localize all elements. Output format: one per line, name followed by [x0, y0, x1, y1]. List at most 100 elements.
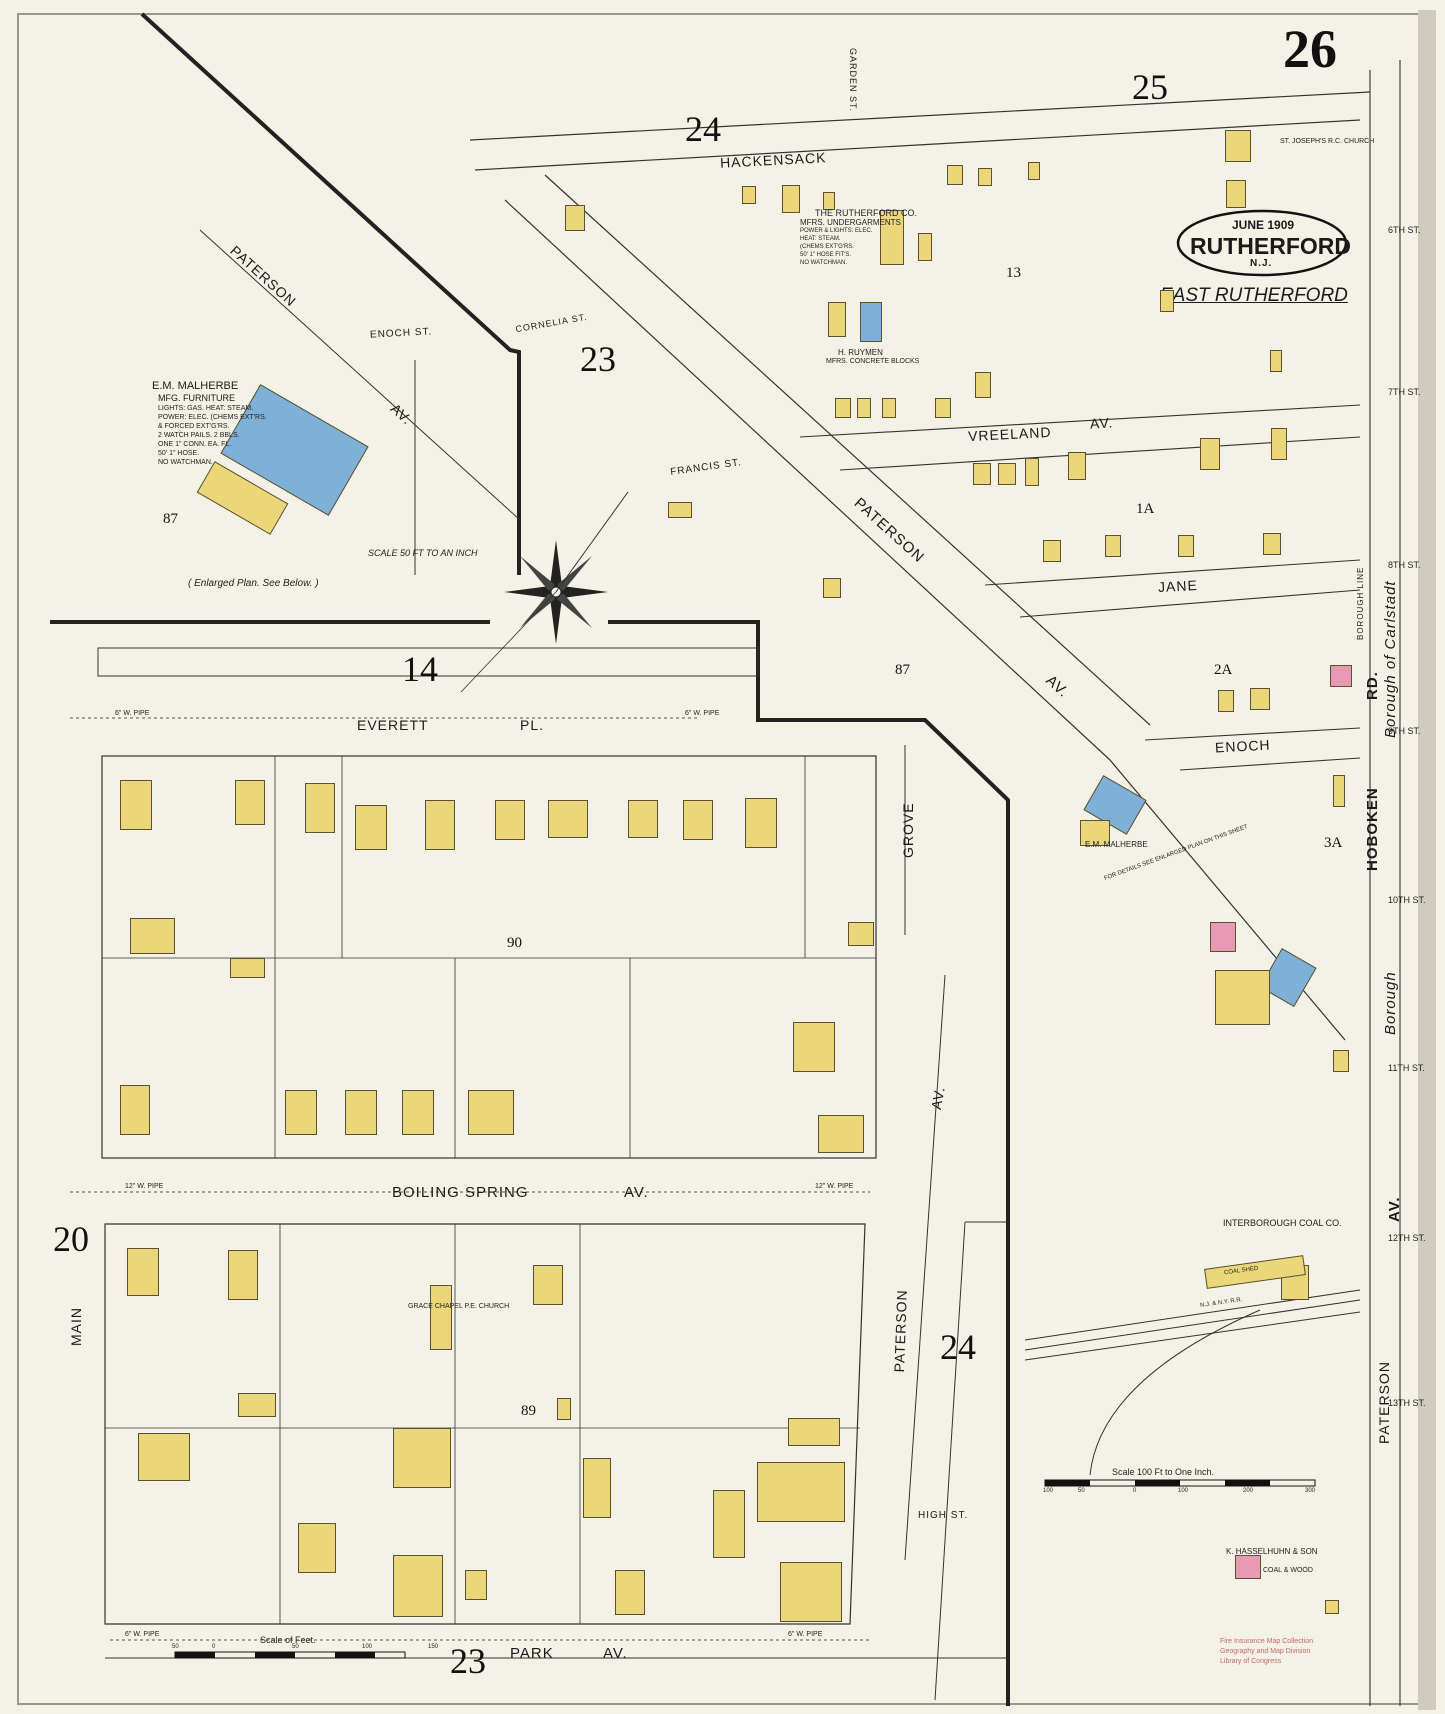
cartouche-date: JUNE 1909	[1232, 218, 1295, 232]
label-pipe: 6" W. PIPE	[685, 710, 720, 717]
sheet-boundary-east	[608, 620, 1010, 1706]
cross-street-7th: 7TH ST.	[1388, 387, 1421, 397]
adjoining-sheet: 24	[685, 109, 721, 149]
label-pipe: 6" W. PIPE	[788, 1631, 823, 1638]
label-pipe: 12" W. PIPE	[125, 1183, 164, 1190]
building	[788, 1418, 840, 1446]
label-st-josephs: ST. JOSEPH'S R.C. CHURCH	[1280, 138, 1375, 145]
paterson-s-line-a	[904, 974, 946, 1561]
paterson-av-line-b	[544, 174, 1151, 726]
building-hasselhuhn	[1235, 1555, 1261, 1579]
cross-street-11th: 11TH ST.	[1388, 1063, 1425, 1073]
label-borough-line: BOROUGH LINE	[1356, 566, 1365, 640]
house	[1028, 162, 1040, 180]
building	[713, 1490, 745, 1558]
street-enoch: ENOCH	[1214, 736, 1271, 756]
label-pipe: 6" W. PIPE	[125, 1631, 160, 1638]
building	[557, 1398, 571, 1420]
building	[757, 1462, 845, 1522]
label-rutherford-note: POWER & LIGHTS: ELEC.	[800, 228, 873, 234]
house	[230, 958, 265, 978]
house	[1263, 533, 1281, 555]
cross-street-8th: 8TH ST.	[1388, 560, 1421, 570]
sheet-boundary-north	[140, 12, 521, 575]
label-rutherford-type: MFRS. UNDERGARMENTS	[800, 218, 901, 227]
house	[345, 1090, 377, 1135]
house	[1270, 350, 1282, 372]
label-malherbe-name: E.M. MALHERBE	[152, 380, 239, 392]
block-number: 87	[163, 511, 178, 527]
building-grocery	[393, 1555, 443, 1617]
label-pipe: 12" W. PIPE	[815, 1183, 854, 1190]
street-everett-pl: PL.	[520, 717, 545, 733]
everett-strip	[97, 647, 759, 677]
house	[127, 1248, 159, 1296]
cartouche-state: N.J.	[1250, 258, 1273, 269]
scale-feet-tick: 150	[428, 1644, 439, 1650]
street-boiling-av: AV.	[624, 1184, 649, 1201]
street-hoboken-rd: RD.	[1364, 671, 1381, 700]
house	[548, 800, 588, 838]
house	[138, 1433, 190, 1481]
house	[1325, 1600, 1339, 1614]
label-borough: Borough	[1382, 971, 1399, 1035]
house	[668, 502, 692, 518]
block-number: 2A	[1214, 662, 1233, 678]
cross-street-13th: 13TH ST.	[1388, 1398, 1426, 1408]
house	[1160, 290, 1174, 312]
house	[978, 168, 992, 186]
credit-line: Geography and Map Division	[1220, 1648, 1311, 1655]
label-rutherford-note: NO WATCHMAN.	[800, 260, 847, 266]
house	[235, 780, 265, 825]
scale-100-tick: 100	[1178, 1488, 1189, 1494]
label-hasselhuhn: K. HASSELHUHN & SON	[1226, 1547, 1318, 1556]
house	[935, 398, 951, 418]
house	[823, 192, 835, 210]
label-rutherford-note: (CHEMS EXT'G'RS.	[800, 244, 854, 250]
adjoining-sheet: 20	[53, 1219, 89, 1259]
house	[1068, 452, 1086, 480]
house	[823, 578, 841, 598]
house	[998, 463, 1016, 485]
label-rutherford-note: HEAT: STEAM.	[800, 236, 841, 242]
label-malherbe-type: MFG. FURNITURE	[158, 393, 235, 403]
label-scale-50: SCALE 50 FT TO AN INCH	[368, 548, 478, 558]
scale-feet-tick: 100	[362, 1644, 373, 1650]
label-pipe: 6" W. PIPE	[115, 710, 150, 717]
house	[628, 800, 658, 838]
street-park: PARK	[510, 1645, 554, 1662]
adjoining-sheet: 23	[450, 1641, 486, 1681]
adjoining-sheet: 14	[402, 649, 438, 689]
house	[468, 1090, 514, 1135]
house	[298, 1523, 336, 1573]
house	[782, 185, 800, 213]
block-90-outline	[101, 755, 877, 1159]
house	[425, 800, 455, 850]
house	[1250, 688, 1270, 710]
house	[402, 1090, 434, 1135]
building-ruymen	[860, 302, 882, 342]
building-pink	[1330, 665, 1352, 687]
house	[305, 783, 335, 833]
cartouche-town: RUTHERFORD	[1190, 233, 1351, 259]
block-number: 3A	[1324, 835, 1343, 851]
house	[1271, 428, 1287, 460]
street-high-st: HIGH ST.	[918, 1510, 969, 1521]
building	[828, 302, 846, 337]
house	[835, 398, 851, 418]
street-main: MAIN	[68, 1307, 84, 1346]
paterson-s-line-b	[934, 1221, 966, 1701]
scale-bar-feet	[174, 1651, 406, 1659]
shed	[238, 1393, 276, 1417]
block-number: 87	[895, 662, 910, 678]
shed	[793, 1022, 835, 1072]
hackensack-line-b	[469, 91, 1371, 141]
label-malherbe-note: ONE 1" CONN. EA. FL.	[158, 441, 232, 448]
building	[1226, 180, 1246, 208]
label-malherbe-note: 2 WATCH PAILS. 2 BBLS.	[158, 432, 240, 439]
scale-100-tick: 100	[1043, 1488, 1054, 1494]
label-enlarged-plan: ( Enlarged Plan. See Below. )	[188, 578, 319, 589]
house	[975, 372, 991, 398]
building-rutherford-co	[880, 210, 904, 265]
